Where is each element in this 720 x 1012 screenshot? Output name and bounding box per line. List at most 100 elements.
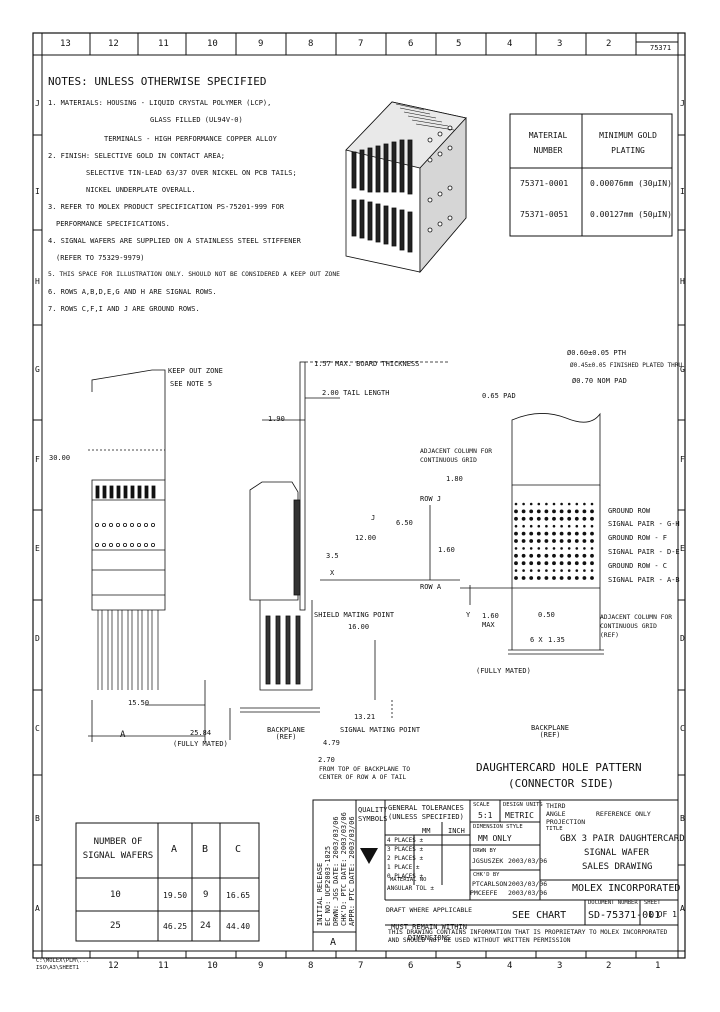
dim-label: 1.90 [268, 415, 285, 423]
pcb-hole [536, 576, 541, 580]
hole-pattern-subtitle: (CONNECTOR SIDE) [508, 777, 614, 790]
chart-cell: 44.40 [226, 922, 251, 931]
hole-spec: Ø0.45±0.05 FINISHED PLATED THRU [570, 362, 682, 369]
wafer-chart-frame [75, 822, 260, 942]
row-label: C [680, 724, 685, 733]
quality-symbols-label: QUALITY SYMBOLS [358, 806, 388, 824]
hole-spec: Ø0.70 NOM PAD [572, 377, 627, 385]
col-label: 2 [606, 39, 612, 49]
pcb-hole [582, 516, 587, 521]
plating-cell: 75371-0051 [520, 210, 569, 219]
hole-pattern [460, 412, 604, 655]
pcb-hole [514, 576, 518, 580]
pcb-hole [574, 516, 579, 521]
dim-label: Y [466, 611, 471, 619]
col-label: 12 [108, 39, 119, 49]
pcb-hole [552, 531, 556, 536]
pcb-hole [545, 524, 548, 528]
row-label: B [680, 814, 685, 823]
pcb-hole [544, 561, 549, 566]
scale-label: SCALE [473, 802, 490, 808]
row-label: J [680, 99, 685, 108]
pcb-hole [521, 576, 526, 580]
pcb-hole [552, 509, 556, 514]
pcb-hole [590, 524, 594, 528]
chart-header: B [202, 844, 209, 855]
appr-date: 2003/03/06 [508, 889, 548, 897]
pcb-hole [552, 576, 556, 580]
pcb-hole [529, 553, 534, 558]
revision-history: INITIAL RELEASE EC NO: UCP2003-1025 DRWN… [316, 806, 356, 926]
drwn-label: DRWN BY [473, 848, 497, 854]
row-label: E [35, 544, 40, 553]
row-a-label: ROW A [420, 583, 442, 591]
pcb-hole [545, 569, 548, 572]
description-label: TITLE [546, 826, 563, 832]
pcb-hole [590, 502, 594, 506]
pcb-hole [529, 547, 533, 550]
pcb-hole [583, 547, 586, 550]
shield-mating-label: SHIELD MATING POINT [314, 611, 395, 619]
col-label: 10 [207, 961, 218, 971]
pcb-hole [582, 531, 587, 536]
hole-dot-grid [514, 502, 594, 580]
chk-date: 2003/03/06 [508, 880, 548, 888]
pcb-hole [567, 539, 572, 543]
sheet-value: 1 OF 1 [648, 910, 677, 919]
pcb-hole [544, 516, 549, 521]
pcb-hole [575, 569, 579, 572]
plating-cell: 0.00076mm (30µIN) [590, 179, 672, 188]
chart-cell: 10 [110, 890, 121, 900]
dim-label: 16.00 [348, 623, 370, 631]
row-type-label: GROUND ROW - F [608, 534, 668, 542]
note-line: 6. ROWS A,B,D,E,G AND H ARE SIGNAL ROWS. [48, 288, 217, 296]
pcb-hole [567, 576, 572, 580]
proprietary-note: THIS DRAWING CONTAINS INFORMATION THAT I… [388, 929, 668, 945]
col-label: 11 [158, 961, 169, 971]
pcb-hole [582, 539, 587, 543]
pcb-hole [552, 547, 556, 550]
material-no-label: MATERIAL NO [390, 877, 427, 883]
revision-line: DRWN: JGS DATE: 2003/03/06 [332, 816, 340, 926]
col-label: 10 [207, 39, 218, 49]
dim-label: 15.50 [128, 699, 150, 707]
dim-label: 6.50 [396, 519, 413, 527]
dim-label: A [120, 730, 126, 740]
draft-note: DRAFT WHERE APPLICABLE [386, 906, 473, 914]
tol-row: 0 PLACES ± [387, 873, 424, 880]
description-line: GBX 3 PAIR DAUGHTERCARD [560, 834, 685, 844]
pcb-hole [536, 553, 541, 558]
row-label: A [680, 904, 685, 913]
row-label: G [680, 365, 685, 374]
col-label: 6 [408, 39, 414, 49]
pcb-hole [574, 539, 579, 543]
row-label: E [680, 544, 685, 553]
pcb-hole [552, 502, 556, 506]
chart-cell: 16.65 [226, 891, 251, 900]
chart-header: A [171, 844, 178, 855]
must-remain-note: MUST REMAIN WITHIN DIMENSIONS [391, 923, 467, 942]
pcb-hole [574, 561, 579, 566]
pcb-hole [544, 509, 549, 514]
col-label: 9 [258, 39, 264, 49]
quality-symbol-icon [360, 848, 378, 864]
chart-cell: 24 [200, 921, 211, 931]
row-label: D [35, 634, 40, 643]
wafer-side-view [229, 361, 460, 740]
chk-label: CHK'D BY [473, 872, 500, 878]
datum-note: FROM TOP OF BACKPLANE TO CENTER OF ROW A… [319, 766, 410, 782]
projection-label: THIRD ANGLE PROJECTION [546, 802, 586, 826]
row-label: J [35, 99, 40, 108]
note-line: 7. ROWS C,F,I AND J ARE GROUND ROWS. [48, 305, 200, 313]
col-label: 4 [507, 39, 513, 49]
pcb-hole [536, 531, 541, 536]
dimension-style-label: DIMENSION STYLE [473, 824, 523, 830]
col-label: 3 [557, 961, 563, 971]
pcb-hole [574, 509, 579, 514]
pcb-hole [582, 509, 587, 514]
plating-cell: 0.00127mm (50µIN) [590, 210, 672, 219]
pcb-hole [521, 516, 526, 521]
col-label: 9 [258, 961, 264, 971]
pcb-hole [552, 561, 556, 566]
